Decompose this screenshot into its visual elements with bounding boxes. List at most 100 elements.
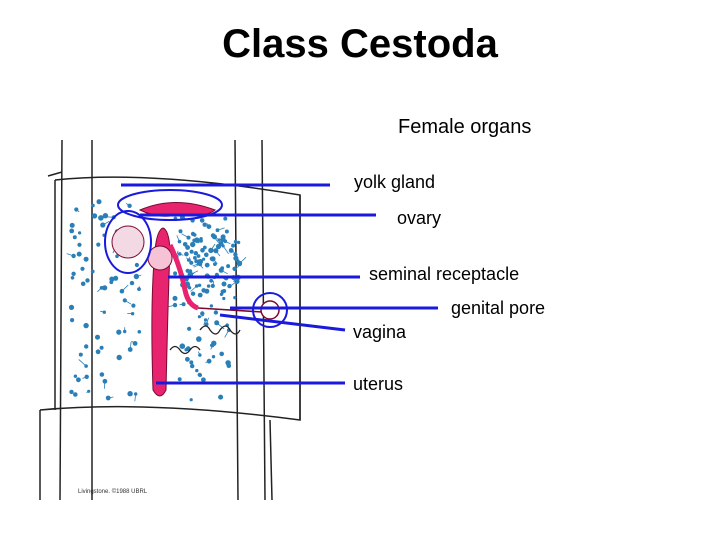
vitelline-follicle <box>236 240 241 245</box>
vitelline-follicle <box>220 236 226 242</box>
label-uterus: uterus <box>353 374 404 394</box>
vitelline-follicle <box>202 257 206 261</box>
vitelline-follicle <box>71 271 76 276</box>
vitelline-follicle <box>95 349 101 355</box>
vitelline-follicle <box>226 264 231 269</box>
vitelline-follicle <box>223 216 228 221</box>
vitelline-duct <box>193 263 201 268</box>
vitelline-follicle <box>225 360 231 366</box>
vitelline-duct <box>186 257 189 261</box>
vitelline-follicle <box>220 266 225 270</box>
vitelline-follicle <box>129 280 135 286</box>
vitelline-follicle <box>211 355 216 359</box>
genital-pore-organ <box>260 300 280 320</box>
vitelline-duct <box>124 300 132 305</box>
vitelline-follicle <box>218 394 224 400</box>
vitelline-follicle <box>185 356 190 362</box>
vitelline-duct <box>210 243 216 251</box>
vitelline-follicle <box>210 283 215 288</box>
seminal-receptacle-organ <box>147 245 173 271</box>
leader-lines <box>121 183 438 385</box>
vitelline-follicle <box>213 310 219 315</box>
vitelline-duct <box>76 209 80 213</box>
vitelline-duct <box>214 235 220 241</box>
vitelline-duct <box>190 285 197 292</box>
vitelline-follicle <box>189 249 194 254</box>
vitelline-follicle <box>215 228 220 233</box>
label-seminal-receptacle: seminal receptacle <box>369 264 520 284</box>
vitelline-follicle <box>73 392 78 397</box>
vitelline-duct <box>212 280 215 286</box>
vitelline-follicle <box>99 345 104 350</box>
vitelline-follicle <box>190 291 196 296</box>
vitelline-follicle <box>84 344 89 349</box>
vitelline-duct <box>121 284 129 292</box>
vitelline-follicle <box>73 374 78 378</box>
vitelline-duct <box>129 341 132 350</box>
vitelline-duct <box>234 257 237 261</box>
vitelline-follicle <box>224 229 229 234</box>
vitelline-follicle <box>78 231 82 235</box>
vitelline-follicle <box>221 281 227 287</box>
vitelline-follicle <box>196 336 202 342</box>
vitelline-follicle <box>102 285 108 291</box>
vitelline-follicle <box>76 251 82 257</box>
vitelline-duct <box>86 390 89 394</box>
vitelline-duct <box>234 266 239 270</box>
vitelline-duct <box>192 263 199 267</box>
genital-pore-highlight <box>252 292 288 328</box>
vitelline-duct <box>82 376 87 379</box>
vitelline-follicle <box>227 283 232 289</box>
vitelline-follicle <box>196 254 201 258</box>
sperm-duct-coil <box>169 345 201 355</box>
vitelline-follicle <box>116 329 122 335</box>
vitelline-duct <box>212 258 218 264</box>
vitelline-follicle <box>200 311 205 316</box>
vitelline-follicle <box>194 237 200 243</box>
vitelline-duct <box>66 253 74 257</box>
vitelline-duct <box>136 274 142 277</box>
vitelline-duct <box>206 317 209 325</box>
vitelline-follicle <box>222 296 226 301</box>
vitelline-duct <box>203 319 206 326</box>
vitelline-follicle <box>193 256 197 260</box>
vitelline-duct <box>212 235 219 244</box>
vitelline-follicle <box>172 302 178 308</box>
vitelline-follicle <box>137 330 142 334</box>
vitelline-follicle <box>189 398 193 402</box>
vitelline-duct <box>187 281 190 288</box>
vitelline-follicle <box>131 303 136 308</box>
vitelline-follicle <box>78 352 83 357</box>
vitelline-duct <box>176 235 180 242</box>
vitelline-follicle <box>116 354 122 361</box>
vitelline-follicle <box>109 276 115 282</box>
vitelline-follicle <box>202 222 207 227</box>
vitelline-follicle <box>203 318 208 322</box>
vitelline-duct <box>239 257 247 264</box>
vitelline-duct <box>190 270 199 275</box>
vitelline-follicle <box>195 368 199 373</box>
vitelline-follicle <box>99 372 105 377</box>
vitelline-follicle <box>197 292 203 298</box>
vitelline-follicle <box>222 289 227 293</box>
vitelline-follicle <box>209 278 214 283</box>
page-title: Class Cestoda <box>222 22 498 66</box>
vitelline-duct <box>189 257 192 263</box>
vitelline-follicle <box>177 377 182 382</box>
vas-deferens-coil <box>199 325 241 335</box>
vitelline-follicle <box>80 266 85 271</box>
vitelline-follicle <box>189 360 194 365</box>
vitelline-follicle <box>71 253 76 259</box>
label-ovary: ovary <box>397 208 442 228</box>
vitelline-duct <box>230 247 236 255</box>
uterus-organ <box>151 227 171 397</box>
vitelline-follicle <box>95 334 100 340</box>
vitelline-follicle <box>83 256 89 262</box>
vitelline-follicle <box>201 288 206 293</box>
vitelline-follicle <box>184 251 189 257</box>
vitelline-follicle <box>134 262 139 268</box>
vitelline-follicle <box>209 256 215 261</box>
vitelline-follicle <box>85 278 90 283</box>
vitelline-duct <box>131 340 136 344</box>
vitelline-duct <box>225 240 231 245</box>
